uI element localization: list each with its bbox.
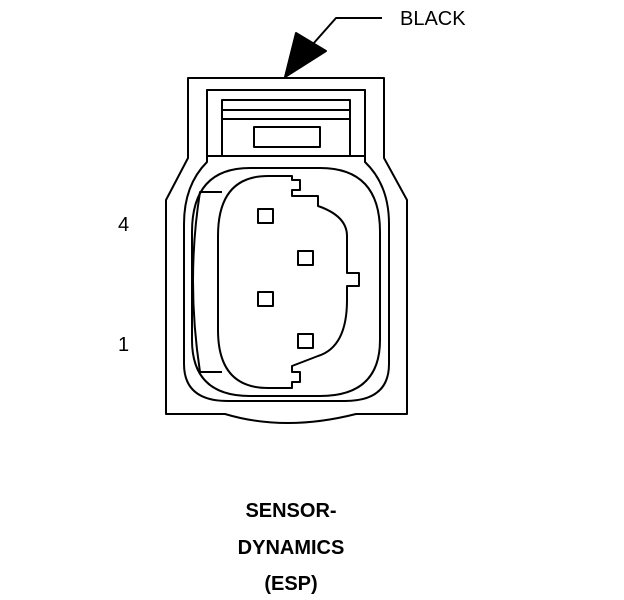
locking-latch-inner bbox=[221, 99, 351, 157]
caption-line-1: SENSOR- bbox=[245, 500, 337, 522]
connector-housing-inner bbox=[183, 89, 390, 402]
pin-cavity-3 bbox=[297, 250, 314, 266]
pin-cavity-1 bbox=[297, 333, 314, 349]
pin-cavity-4 bbox=[257, 208, 274, 224]
caption-line-3: (ESP) bbox=[264, 573, 318, 595]
callout-leader-line bbox=[312, 17, 382, 45]
pin-number-4: 4 bbox=[118, 214, 130, 236]
caption-line-2: DYNAMICS bbox=[237, 537, 345, 559]
connector-housing-outer bbox=[165, 77, 408, 424]
callout-label: BLACK bbox=[400, 8, 466, 30]
pin-cavity-2 bbox=[257, 291, 274, 307]
cavity-side-shoulder bbox=[192, 191, 222, 373]
callout-arrowhead bbox=[284, 32, 327, 78]
latch-tab bbox=[253, 126, 321, 148]
terminal-insert bbox=[217, 175, 360, 389]
pin-number-1: 1 bbox=[118, 334, 130, 356]
terminal-cavity-ring bbox=[191, 167, 381, 397]
